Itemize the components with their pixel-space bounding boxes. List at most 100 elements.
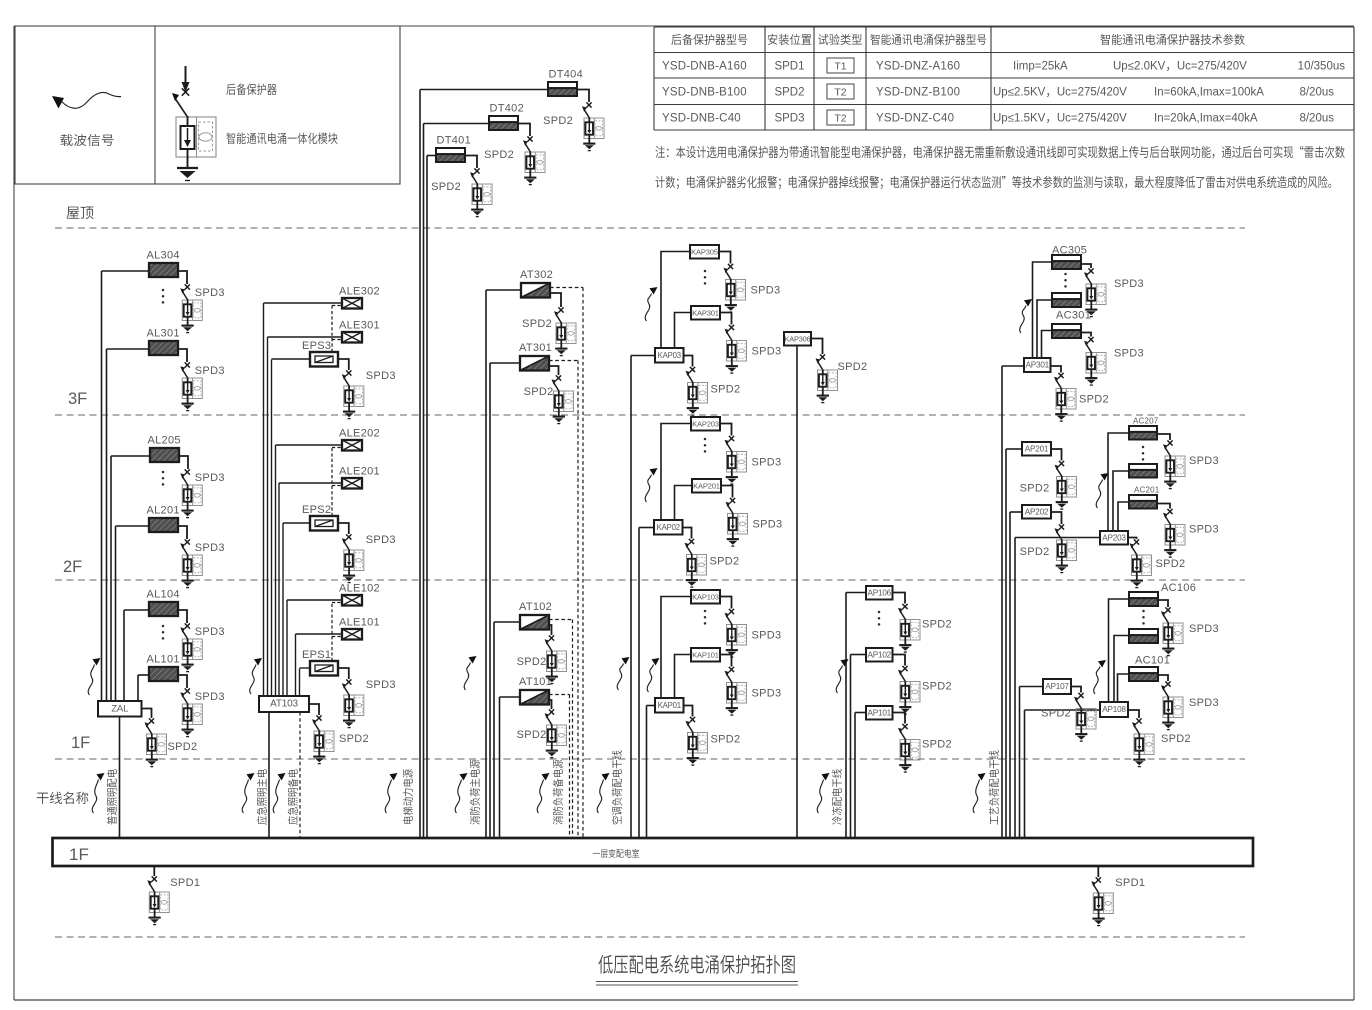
- spd-type-label: SPD1: [1115, 877, 1145, 889]
- indicator: [1067, 547, 1075, 553]
- arrow-shape: [1079, 720, 1084, 725]
- wire: [182, 546, 189, 556]
- arrow-shape: [149, 746, 154, 750]
- indicator: [1142, 562, 1150, 568]
- arrow-shape: [900, 708, 910, 713]
- indicator: [193, 711, 201, 717]
- ground-icon: [545, 675, 558, 685]
- spd2-kap: SPD2: [685, 366, 740, 416]
- box: [1175, 458, 1184, 475]
- panel-name: AT302: [520, 269, 553, 281]
- carrier-signal-icon: [249, 658, 262, 695]
- dot: [1064, 278, 1067, 282]
- spd-module-icon: [555, 322, 577, 344]
- box: [324, 733, 334, 750]
- eps-box: [308, 514, 340, 532]
- indicator: [160, 899, 168, 905]
- panel-label: KAP101: [692, 650, 719, 659]
- box: [547, 87, 578, 98]
- dot: [1141, 445, 1145, 449]
- box: [354, 388, 363, 405]
- spd2-atf: SPD2: [517, 708, 567, 759]
- panel-label: AP301: [1025, 361, 1049, 370]
- wire: [1051, 448, 1063, 461]
- box: [1051, 329, 1082, 340]
- box: [698, 384, 707, 401]
- indicator: [157, 741, 165, 747]
- arrow-shape: [1100, 473, 1109, 481]
- cell-backup-model: YSD-DNB-A160: [662, 61, 747, 73]
- arrow-shape: [144, 722, 150, 728]
- wire: [901, 723, 909, 730]
- curve: [646, 664, 655, 693]
- box: [147, 261, 180, 279]
- box: [737, 342, 746, 359]
- disconnect-arrow-icon: [685, 370, 691, 377]
- arrow-shape: [183, 582, 193, 587]
- spd-module-icon: [181, 638, 203, 660]
- box: [193, 641, 202, 658]
- box: [557, 653, 566, 670]
- arrow-shape: [729, 636, 734, 641]
- box: [826, 109, 855, 126]
- spd3-eps: SPD3: [341, 678, 395, 729]
- wire: [720, 653, 733, 667]
- panel-label-box: AP101: [865, 705, 894, 721]
- panel-label-box: AP201: [1021, 441, 1052, 457]
- panel-label: AP201: [1025, 444, 1049, 453]
- arrow-shape: [1132, 582, 1142, 587]
- spd3-eps: SPD3: [341, 369, 395, 420]
- ground-icon: [1055, 501, 1068, 510]
- spd-type-label: SPD3: [1114, 278, 1144, 290]
- indicator: [193, 307, 201, 313]
- ground-icon: [1164, 549, 1177, 558]
- note-line2: 计数；电涌保护器劣化报警；电涌保护器掉线报警；电涌保护器运行状态监测”等技术参数…: [655, 172, 1338, 191]
- ground-icon: [685, 579, 698, 588]
- wire: [899, 673, 907, 682]
- panel-label: AP107: [1045, 682, 1069, 691]
- dot: [161, 637, 165, 640]
- spd-module-icon: [1056, 476, 1077, 498]
- wire: [727, 263, 734, 270]
- wire: [151, 875, 158, 883]
- wire: [673, 653, 691, 698]
- floor-label-roof: 屋顶: [66, 202, 94, 223]
- indicator: [536, 159, 544, 165]
- arrow-shape: [528, 164, 533, 168]
- arrow-shape: [727, 709, 737, 714]
- arrow-shape: [180, 366, 186, 372]
- panel-label: AP203: [1102, 533, 1126, 542]
- arrow-shape: [1057, 567, 1067, 572]
- panel-name: DT404: [549, 69, 584, 81]
- spd2-at103: SPD2: [312, 714, 369, 765]
- arrow-shape: [347, 707, 352, 711]
- wire: [184, 283, 191, 291]
- curve: [816, 779, 825, 814]
- box: [1096, 354, 1105, 371]
- wire: [1166, 508, 1174, 515]
- spd-type-label: SPD3: [195, 287, 225, 299]
- indicator: [595, 125, 603, 131]
- dot: [703, 443, 707, 447]
- indicator: [483, 191, 491, 197]
- wire: [1085, 275, 1093, 285]
- ellipsis-dots: [161, 470, 165, 486]
- wire: [553, 382, 560, 392]
- indicator: [1104, 900, 1112, 906]
- ground-icon: [725, 707, 738, 716]
- box: [193, 706, 202, 723]
- disconnect-arrow-icon: [180, 543, 186, 549]
- wire: [341, 331, 363, 344]
- ellipsis-dots: [703, 437, 707, 453]
- arrow-shape: [185, 567, 190, 571]
- spd-module-icon: [727, 513, 748, 535]
- carrier-signal-icon: [972, 773, 986, 814]
- indicator: [1067, 484, 1075, 490]
- transfer-switch-box: [518, 613, 551, 631]
- panel-label-box: ZAL: [97, 700, 143, 718]
- table-header: 智能通讯电涌保护器型号: [870, 31, 987, 48]
- arrow-shape: [183, 327, 193, 332]
- box: [737, 626, 746, 643]
- panel-box: [1128, 591, 1159, 607]
- wire: [1166, 439, 1174, 447]
